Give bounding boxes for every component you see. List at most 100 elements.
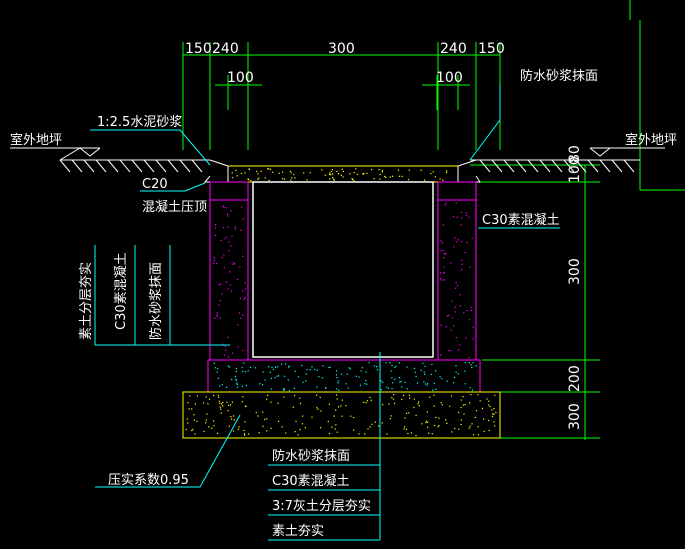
speckle	[269, 371, 271, 373]
speckle	[214, 367, 217, 369]
speckle	[235, 370, 237, 373]
speckle	[336, 370, 338, 372]
concrete-speckles	[185, 168, 497, 437]
speckle	[345, 405, 347, 407]
speckle	[450, 262, 452, 264]
speckle	[442, 179, 444, 181]
speckle	[363, 401, 365, 403]
speckle	[294, 394, 296, 396]
speckle	[389, 176, 391, 178]
speckle	[325, 387, 327, 389]
speckle	[227, 365, 229, 367]
speckle	[227, 410, 229, 412]
speckle	[418, 405, 420, 407]
speckle	[389, 418, 391, 420]
speckle	[242, 385, 244, 387]
speckle	[187, 422, 189, 424]
speckle	[248, 168, 250, 170]
speckle	[407, 179, 410, 181]
speckle	[196, 420, 198, 422]
speckle	[392, 382, 394, 384]
speckle	[417, 403, 419, 405]
speckle	[432, 389, 434, 391]
speckle	[219, 385, 221, 387]
speckle	[361, 367, 363, 369]
speckle	[278, 420, 280, 422]
speckle	[429, 396, 431, 398]
speckle	[342, 170, 344, 172]
speckle	[335, 394, 338, 396]
speckle	[217, 432, 219, 434]
speckle	[365, 402, 367, 404]
speckle	[240, 229, 242, 231]
speckle	[228, 250, 230, 252]
speckle	[349, 368, 351, 370]
speckle	[242, 349, 244, 352]
speckle	[283, 396, 285, 398]
speckle	[257, 415, 259, 417]
label-bottom-plain-soil: 素土夯实	[272, 524, 324, 539]
speckle	[353, 429, 355, 431]
speckle	[440, 354, 442, 356]
label-c20: C20	[142, 177, 168, 192]
speckle	[290, 172, 292, 174]
speckle	[232, 415, 235, 417]
speckle	[369, 426, 371, 428]
speckle	[231, 177, 234, 179]
speckle	[280, 363, 283, 365]
speckle	[391, 397, 393, 399]
speckle	[309, 172, 311, 174]
speckle	[227, 213, 229, 215]
speckle	[454, 427, 456, 430]
speckle	[242, 255, 244, 257]
walls	[209, 181, 477, 361]
speckle	[277, 402, 279, 404]
speckle	[488, 400, 490, 402]
speckle	[433, 382, 435, 385]
speckle	[188, 408, 190, 410]
speckle	[353, 172, 355, 174]
speckle	[309, 369, 311, 371]
speckle	[424, 373, 426, 375]
speckle	[369, 396, 371, 399]
speckle	[367, 428, 369, 430]
speckle	[337, 382, 339, 384]
speckle	[434, 424, 436, 427]
speckle	[371, 169, 373, 171]
speckle	[243, 429, 245, 432]
speckle	[443, 271, 445, 273]
speckle	[393, 394, 395, 396]
speckle	[441, 377, 443, 380]
speckle	[333, 415, 335, 417]
speckle	[364, 433, 366, 435]
speckle	[262, 425, 264, 427]
speckle	[228, 404, 230, 406]
speckle	[491, 409, 493, 411]
speckle	[225, 349, 227, 351]
speckle	[332, 176, 334, 179]
speckle	[472, 338, 474, 340]
speckle	[203, 430, 205, 433]
speckle	[327, 420, 329, 423]
speckle	[491, 415, 494, 417]
speckle	[283, 388, 285, 390]
speckle	[219, 317, 222, 319]
speckle	[435, 388, 437, 390]
speckle	[394, 402, 396, 404]
speckle	[392, 398, 395, 400]
speckle	[282, 388, 285, 391]
speckle	[477, 394, 479, 396]
speckle	[450, 395, 453, 397]
speckle	[217, 394, 219, 396]
speckle	[255, 411, 257, 414]
speckle	[401, 386, 403, 388]
speckle	[389, 362, 391, 364]
speckle	[413, 398, 415, 400]
speckle	[244, 282, 246, 284]
speckle	[373, 365, 375, 367]
speckle	[230, 416, 232, 418]
speckle	[413, 367, 415, 369]
speckle	[292, 406, 294, 408]
speckle	[441, 279, 443, 281]
speckle	[434, 176, 436, 178]
